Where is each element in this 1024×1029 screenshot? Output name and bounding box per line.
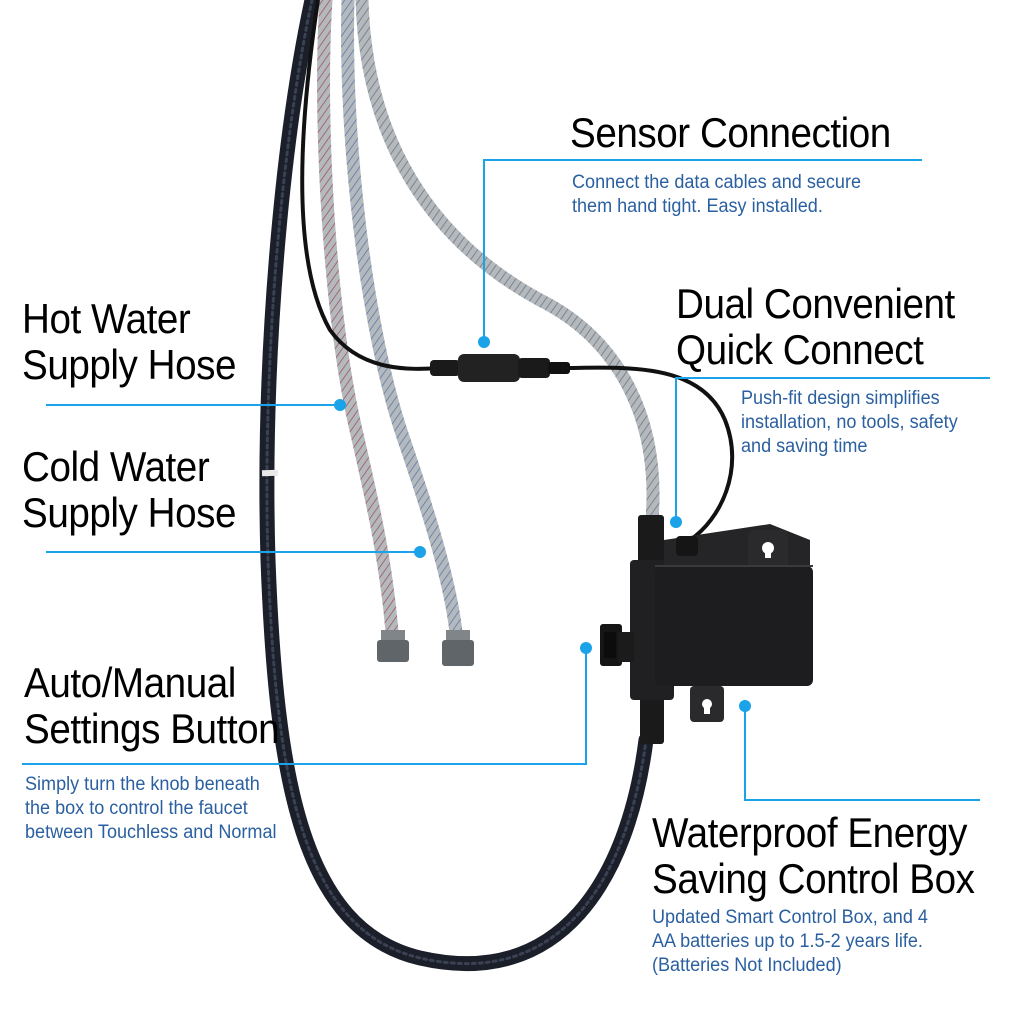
dual-quick-connect-desc: Push-fit design simplifies installation,… <box>741 388 958 457</box>
sensor-connection-desc: Connect the data cables and secure them … <box>572 172 862 217</box>
leader-box <box>739 700 980 801</box>
leader-hot <box>46 399 346 411</box>
leader-sensor <box>478 159 922 348</box>
cold-water-title: Cold Water Supply Hose <box>22 443 237 536</box>
sensor-connection-title: Sensor Connection <box>570 109 891 156</box>
control-box <box>600 515 813 744</box>
control-box-desc: Updated Smart Control Box, and 4 AA batt… <box>652 907 928 976</box>
cold-water-hose <box>341 0 463 639</box>
leader-dual <box>670 377 990 528</box>
sensor-connector <box>430 354 570 382</box>
hot-hose-nut <box>377 630 409 662</box>
steel-mixed-hose <box>355 0 660 527</box>
auto-manual-desc: Simply turn the knob beneath the box to … <box>25 774 277 843</box>
leader-cold <box>46 546 426 558</box>
hot-water-hose <box>317 0 399 639</box>
leader-auto <box>22 642 592 765</box>
hot-water-title: Hot Water Supply Hose <box>22 295 237 388</box>
auto-manual-title: Auto/Manual Settings Button <box>24 659 280 752</box>
control-box-title: Waterproof Energy Saving Control Box <box>652 809 975 902</box>
cold-hose-nut <box>442 630 474 666</box>
dual-quick-connect-title: Dual Convenient Quick Connect <box>676 280 955 373</box>
